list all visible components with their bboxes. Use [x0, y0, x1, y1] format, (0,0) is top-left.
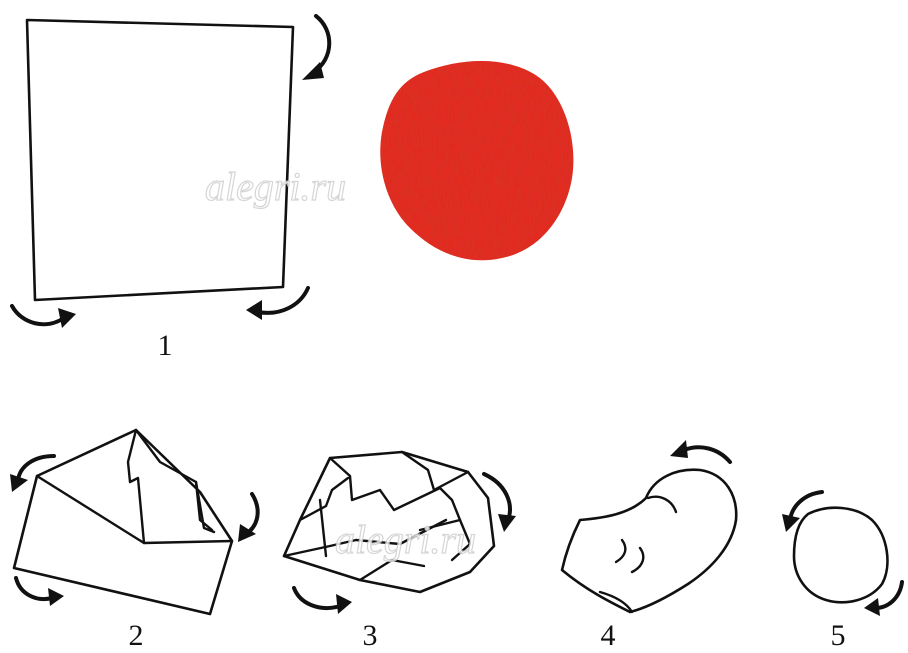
- step-number-3: 3: [363, 619, 378, 652]
- step-1-square-sheet: 1: [10, 14, 332, 362]
- step-2-crumpled-sheet: 2: [10, 428, 260, 652]
- curved-arrow-icon: [302, 14, 332, 80]
- crumpled-paper-4: [560, 468, 738, 614]
- red-paper-ball-photo: [380, 61, 574, 261]
- curved-arrow-icon: [246, 286, 310, 320]
- step-5-paper-ball: 5: [782, 490, 904, 652]
- step-3-crumpled-sheet: 3: [282, 450, 516, 652]
- watermark-top: alegri.ru: [205, 164, 346, 209]
- curved-arrow-icon: [10, 304, 76, 328]
- step-4-squeezed-lump: 4: [560, 440, 738, 652]
- step-number-4: 4: [601, 619, 616, 652]
- watermark-bottom: alegri.ru: [335, 517, 476, 562]
- curved-arrow-icon: [482, 472, 516, 532]
- curved-arrow-icon: [782, 490, 824, 532]
- curved-arrow-icon: [14, 576, 64, 606]
- paper-ball-outline: [792, 506, 889, 604]
- step-number-5: 5: [831, 619, 846, 652]
- paper-square: [25, 18, 295, 302]
- curved-arrow-icon: [670, 440, 732, 464]
- red-paper-ball: [380, 61, 574, 261]
- curved-arrow-icon: [864, 580, 904, 616]
- curved-arrow-icon: [292, 586, 352, 614]
- step-number-1: 1: [158, 329, 173, 362]
- curved-arrow-icon: [10, 454, 56, 492]
- curved-arrow-icon: [238, 492, 260, 542]
- step-number-2: 2: [129, 619, 144, 652]
